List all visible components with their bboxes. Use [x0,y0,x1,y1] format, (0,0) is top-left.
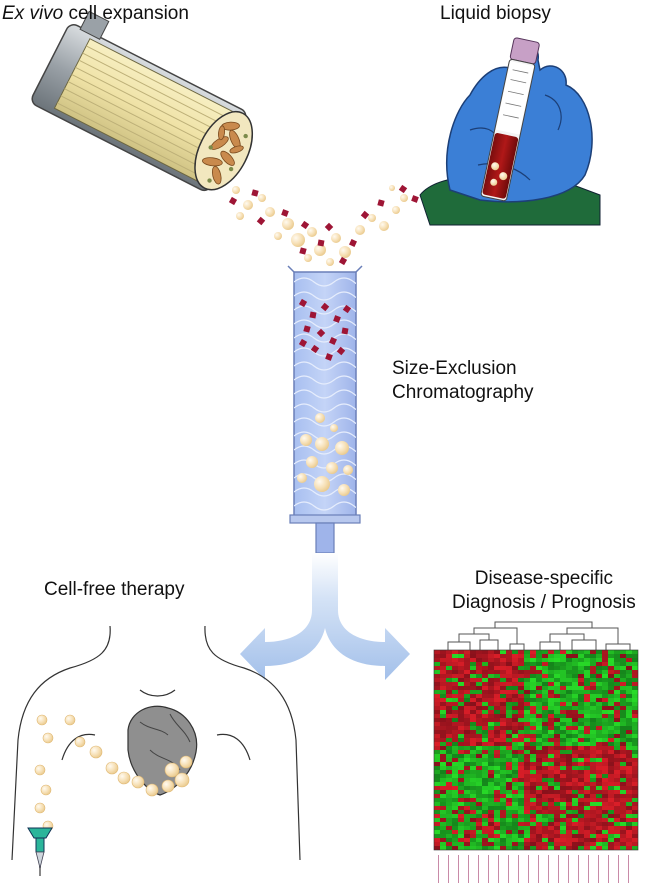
heatmap-sample-tick [628,855,629,883]
heart-icon [127,705,198,796]
chromatography-column-icon [287,265,363,554]
label-sec-line2: Chromatography [392,382,534,403]
vesicle-path [34,714,159,832]
heatmap-sample-tick [548,855,549,883]
heatmap-sample-tick [538,855,539,883]
label-size-exclusion-chromatography: Size-Exclusion Chromatography [392,357,534,405]
heatmap-icon [433,621,639,883]
heatmap-sample-tick [558,855,559,883]
label-diag-line1: Disease-specific [474,568,614,589]
heatmap-sample-tick [518,855,519,883]
heatmap-sample-tick [478,855,479,883]
label-diagnosis-prognosis: Disease-specific Diagnosis / Prognosis [452,567,636,615]
particle-stream [228,184,419,266]
heatmap-sample-tick [568,855,569,883]
catheter-icon [27,827,53,876]
heatmap-sample-tick [468,855,469,883]
heatmap-sample-tick [608,855,609,883]
label-sec-line1: Size-Exclusion [392,358,517,379]
heatmap-sample-tick [458,855,459,883]
heatmap-sample-tick [448,855,449,883]
heatmap-sample-tick [578,855,579,883]
heatmap-sample-tick [438,855,439,883]
label-ex-vivo-rest: cell expansion [63,3,189,24]
label-ex-vivo-cell-expansion: Ex vivo cell expansion [2,2,189,26]
heatmap-sample-tick [508,855,509,883]
heatmap-sample-tick [528,855,529,883]
heatmap-sample-tick [588,855,589,883]
heatmap-sample-tick [498,855,499,883]
bioreactor-icon [31,10,254,192]
label-liquid-biopsy: Liquid biopsy [440,3,551,24]
blood-tube-icon [480,37,540,202]
split-arrow-icon [240,553,410,680]
heatmap-sample-tick [488,855,489,883]
human-torso-icon [11,625,301,861]
label-cell-free-therapy: Cell-free therapy [44,579,185,600]
label-diag-line2: Diagnosis / Prognosis [452,592,636,613]
heatmap-sample-tick [598,855,599,883]
heatmap-sample-tick [618,855,619,883]
label-ex-vivo-italic: Ex vivo [2,3,64,24]
